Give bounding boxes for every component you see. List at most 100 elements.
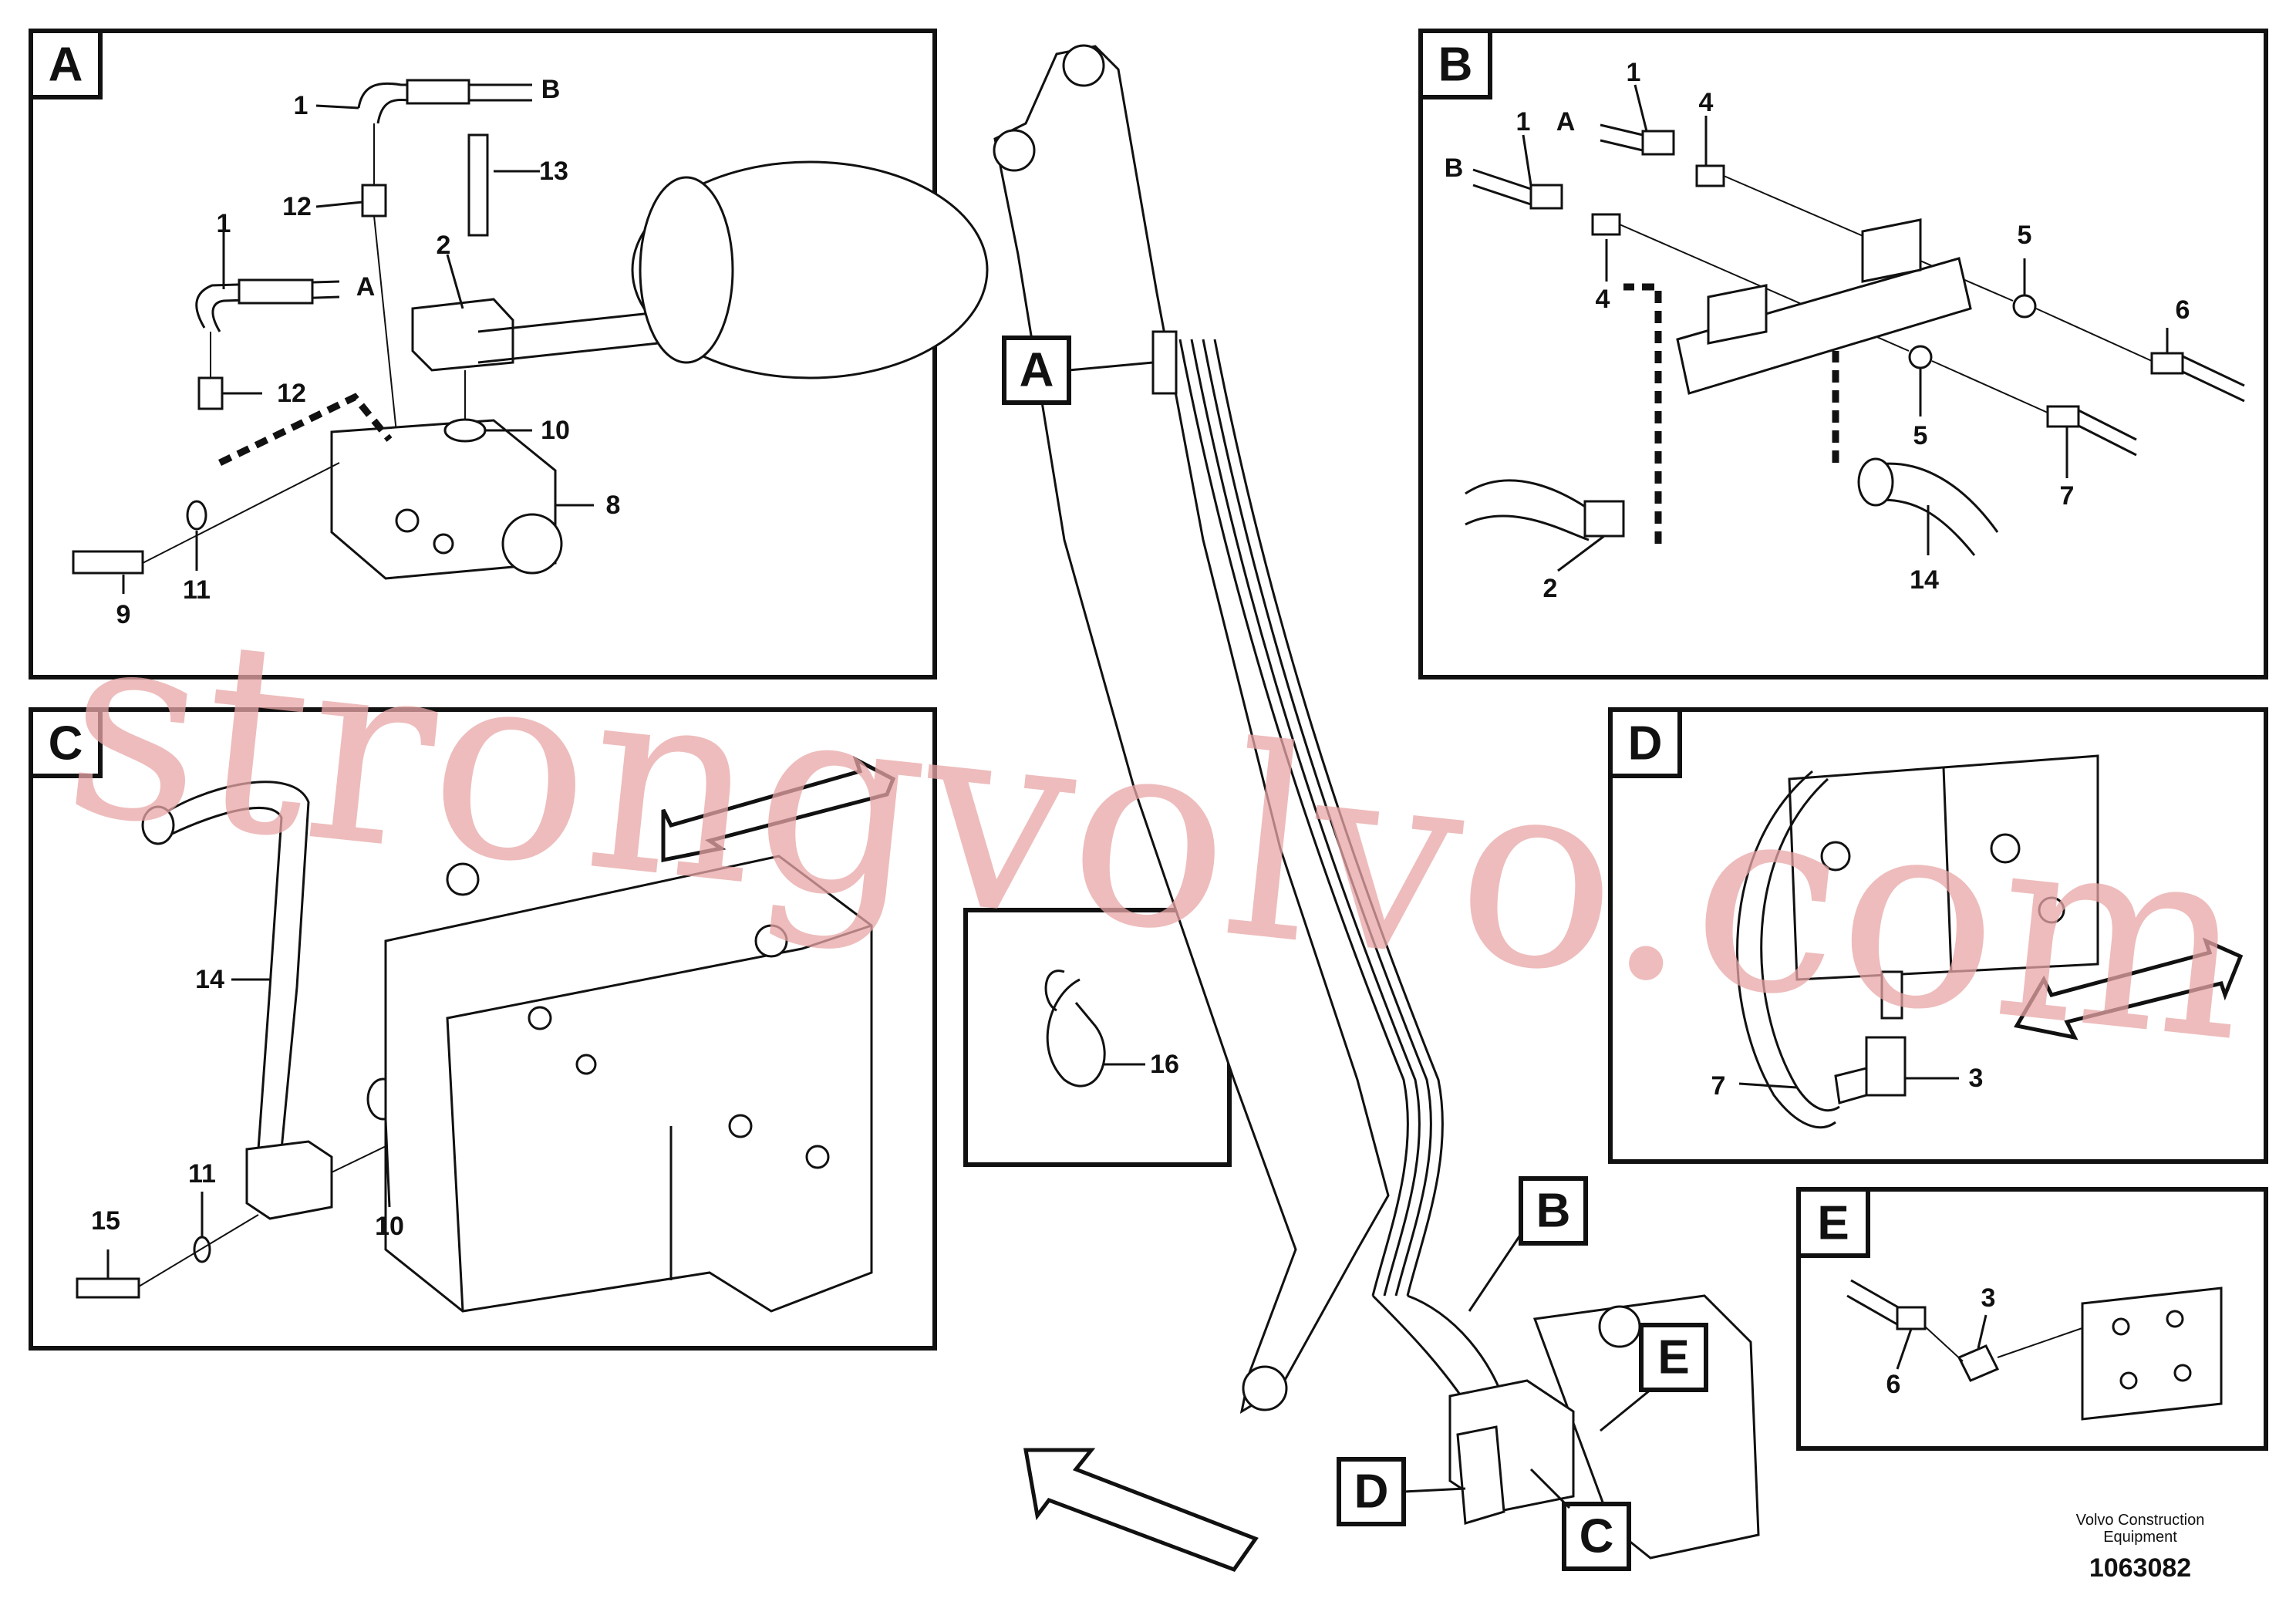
- adapter: [1880, 970, 1903, 1020]
- fitting-7: [2046, 405, 2080, 428]
- panel-e: E 3 6: [1796, 1187, 2268, 1451]
- direction-arrow-main: [1023, 1448, 1259, 1573]
- fitting-6: [2150, 352, 2184, 375]
- callout-a[interactable]: A: [1002, 336, 1154, 405]
- hose-a-top: [195, 280, 340, 329]
- panel-clip: 16: [963, 908, 1232, 1167]
- boom-hose-4: [1213, 339, 1444, 1297]
- manifold-bracket: [1676, 257, 1972, 395]
- boom-pivot-top: [1062, 44, 1105, 87]
- callout-d-letter: D: [1354, 1465, 1389, 1519]
- label-2: 2: [1543, 574, 1558, 603]
- washer-11: [186, 500, 207, 531]
- callout-b[interactable]: B: [1468, 1176, 1588, 1312]
- o-ring-10: [443, 418, 487, 443]
- panel-e-letter: E: [1817, 1197, 1849, 1250]
- washer-11: [193, 1236, 211, 1263]
- panel-b-tab: [1418, 29, 1492, 99]
- fitting-1-upper: [1641, 130, 1675, 156]
- label-6: 6: [1886, 1370, 1901, 1399]
- panel-a: A: [29, 29, 989, 679]
- label-a: A: [356, 272, 376, 302]
- boom-pivot-second: [993, 129, 1036, 172]
- fitting-4-lower: [1591, 213, 1621, 236]
- label-6: 6: [2176, 295, 2190, 325]
- pipe-flange: [245, 1140, 333, 1220]
- label-5: 5: [1913, 421, 1928, 450]
- label-14: 14: [1910, 565, 1939, 595]
- hose-a-sleeve: [238, 278, 314, 305]
- hose-b-top: [357, 82, 532, 109]
- label-4: 4: [1699, 88, 1714, 117]
- callout-b-letter: B: [1536, 1185, 1571, 1238]
- label-1: 1: [1627, 58, 1641, 87]
- manifold-a: [1151, 330, 1178, 395]
- label-3: 3: [1969, 1064, 1984, 1093]
- flange-2: [411, 298, 514, 372]
- label-a: A: [1556, 107, 1576, 137]
- panel-b: B: [1418, 29, 2268, 679]
- label-1: 1: [294, 91, 308, 120]
- boom-hose-1: [1178, 339, 1409, 1297]
- panel-a-tab: [29, 29, 103, 99]
- elbow-3: [1957, 1344, 2000, 1382]
- label-15: 15: [91, 1206, 120, 1236]
- label-2: 2: [437, 231, 451, 260]
- label-9: 9: [116, 600, 131, 629]
- drawing-number: 1063082: [2089, 1553, 2192, 1583]
- label-12: 12: [282, 192, 312, 221]
- label-b: B: [541, 75, 561, 104]
- callout-a-letter: A: [1020, 344, 1054, 397]
- fitting-2: [1583, 500, 1625, 538]
- label-13: 13: [539, 157, 568, 186]
- boom-foot-pin: [1242, 1365, 1288, 1411]
- label-4: 4: [1596, 285, 1610, 314]
- panel-d: D 7 3: [1608, 707, 2268, 1164]
- direction-arrow-c: [661, 755, 896, 863]
- hose-clamp-16: [1046, 978, 1106, 1088]
- panel-clip-frame: [963, 908, 1232, 1167]
- label-11: 11: [188, 1159, 216, 1189]
- bolt-15: [76, 1277, 140, 1299]
- callout-c[interactable]: C: [1529, 1468, 1631, 1571]
- label-1: 1: [1516, 107, 1531, 137]
- panel-d-tab: [1608, 707, 1682, 778]
- control-valve: [384, 855, 873, 1313]
- valve-section: [1788, 754, 2099, 981]
- label-b: B: [1445, 153, 1464, 183]
- label-5: 5: [2018, 221, 2032, 250]
- callout-c-letter: C: [1580, 1510, 1614, 1563]
- label-7: 7: [2060, 481, 2075, 511]
- mounting-plate: [2081, 1286, 2223, 1421]
- bolt-13: [467, 133, 489, 237]
- label-8: 8: [606, 491, 621, 520]
- label-14: 14: [195, 965, 224, 994]
- panel-a-letter: A: [49, 39, 83, 92]
- label-7: 7: [1711, 1071, 1726, 1101]
- label-10: 10: [375, 1212, 404, 1241]
- fitting-6: [1896, 1306, 1927, 1330]
- panel-e-tab: [1796, 1187, 1870, 1258]
- callout-e[interactable]: E: [1600, 1323, 1708, 1432]
- washer-5-lower: [1908, 345, 1933, 369]
- hidden-line-b1: [1623, 283, 1662, 544]
- callout-d[interactable]: D: [1337, 1457, 1466, 1526]
- panel-b-letter: B: [1438, 39, 1473, 92]
- footer-block: Volvo Construction Equipment 1063082: [2040, 1512, 2240, 1583]
- label-11: 11: [183, 575, 211, 605]
- pipe-14-end: [141, 805, 175, 845]
- fitting-4-upper: [1695, 164, 1725, 187]
- label-1: 1: [217, 209, 231, 238]
- panel-c: C 14 11 15 10: [29, 707, 937, 1351]
- pump-end-cap: [639, 176, 734, 364]
- fitting-12-upper: [361, 184, 387, 218]
- plug: [501, 513, 563, 575]
- hidden-line-a: [218, 393, 393, 467]
- boom-hose-2: [1190, 339, 1421, 1297]
- hose-sleeve: [406, 79, 470, 105]
- hose-a-bottom: [211, 295, 340, 332]
- boom-hose-3: [1202, 339, 1432, 1297]
- callout-e-letter: E: [1657, 1331, 1689, 1384]
- panel-c-letter: C: [49, 717, 83, 771]
